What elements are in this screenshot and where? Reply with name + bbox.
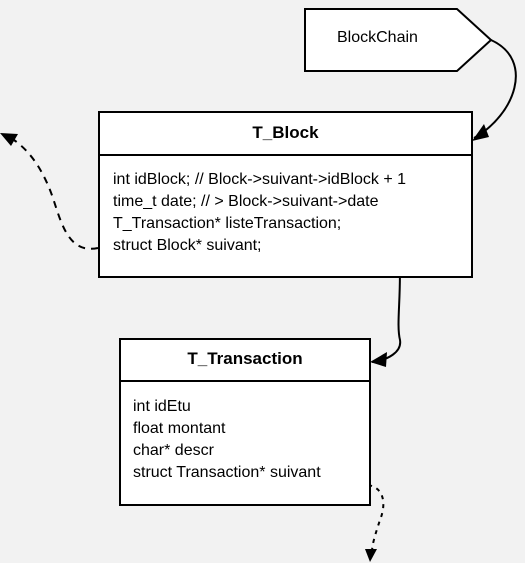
transaction-field-montant: float montant <box>133 420 226 437</box>
block-field-idblock: int idBlock; // Block->suivant->idBlock … <box>113 171 407 188</box>
blockchain-tag-shape <box>304 8 493 72</box>
block-class-fields: int idBlock; // Block->suivant->idBlock … <box>100 156 471 257</box>
block-next-connector <box>13 139 99 250</box>
transaction-field-next: struct Transaction* suivant <box>133 464 321 481</box>
transaction-next-connector <box>367 484 385 553</box>
block-class-title: T_Block <box>100 113 471 156</box>
transaction-class-fields: int idEtu float montant char* descr stru… <box>121 382 369 484</box>
transaction-field-idetu: int idEtu <box>133 398 191 415</box>
transaction-class-box: T_Transaction int idEtu float montant ch… <box>119 338 371 506</box>
block-class-box: T_Block int idBlock; // Block->suivant->… <box>98 111 473 278</box>
transaction-list-arrowhead <box>370 352 387 367</box>
block-field-transaction-list: T_Transaction* listeTransaction; <box>113 215 342 232</box>
transaction-class-title: T_Transaction <box>121 340 369 382</box>
blockchain-tag-label: BlockChain <box>337 29 418 46</box>
block-field-next: struct Block* suivant; <box>113 237 262 254</box>
transaction-next-arrowhead <box>365 549 377 562</box>
transaction-field-descr: char* descr <box>133 442 214 459</box>
head-pointer-connector <box>473 39 517 139</box>
head-pointer-arrowhead <box>472 124 489 141</box>
block-field-date: time_t date; // > Block->suivant->date <box>113 193 379 210</box>
block-next-arrowhead <box>0 133 18 146</box>
